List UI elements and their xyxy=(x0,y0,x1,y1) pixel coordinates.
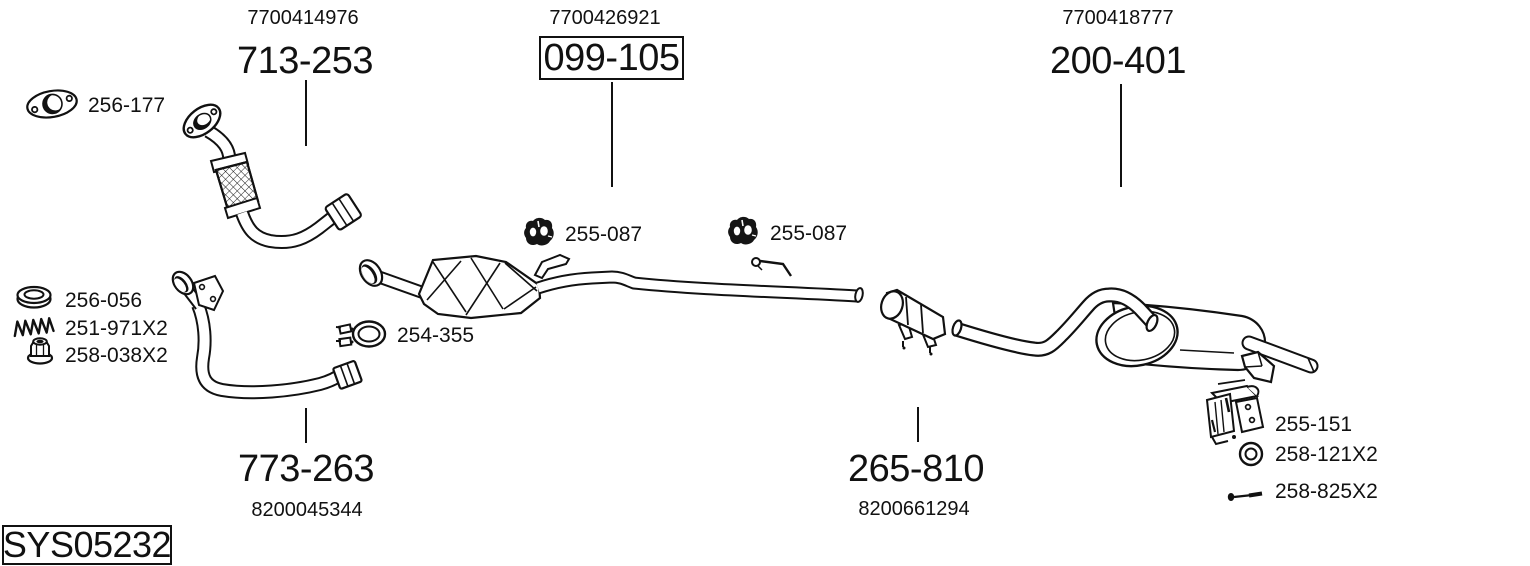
label-clamp: 254-355 xyxy=(397,324,475,347)
oem-coupling: 8200661294 xyxy=(858,498,970,520)
front-flange xyxy=(182,103,222,139)
oem-down-pipe: 8200045344 xyxy=(251,499,363,521)
label-hanger-rear: 255-087 xyxy=(770,222,848,245)
system-code: SYS05232 xyxy=(2,524,172,565)
label-bolt: 258-825X2 xyxy=(1275,480,1378,503)
label-bracket: 255-151 xyxy=(1275,413,1353,436)
label-gasket: 256-177 xyxy=(88,94,166,117)
ball-cup xyxy=(171,270,195,296)
pipe-coupler xyxy=(324,193,362,231)
pipe-sleeve xyxy=(332,360,363,390)
code-coupling: 265-810 xyxy=(848,448,984,490)
seal-ring-icon xyxy=(16,285,52,309)
system-code-box: SYS05232 xyxy=(2,524,172,565)
cat-body xyxy=(417,254,542,320)
clamp-icon xyxy=(335,320,387,348)
code-rear-silencer: 200-401 xyxy=(1050,40,1186,82)
label-washer: 258-121X2 xyxy=(1275,443,1378,466)
rubber-hanger-icon-front xyxy=(523,217,555,247)
oem-rear-silencer: 7700418777 xyxy=(1062,7,1174,29)
label-spring: 251-971X2 xyxy=(65,317,168,340)
code-front-pipe: 713-253 xyxy=(237,40,373,82)
leader-lines xyxy=(305,80,1122,443)
rear-silencer-drawing xyxy=(951,287,1319,385)
label-seal-ring: 256-056 xyxy=(65,289,143,312)
hanger-rod-front xyxy=(533,253,571,280)
inlet-flare xyxy=(358,259,384,287)
oem-center-silencer: 7700426921 xyxy=(549,7,661,29)
front-pipe-drawing xyxy=(182,103,362,249)
spring-icon xyxy=(13,317,55,338)
label-hanger-front: 255-087 xyxy=(565,223,643,246)
oem-front-pipe: 7700414976 xyxy=(247,7,359,29)
catalytic-converter-drawing xyxy=(358,253,864,320)
bracket-icon xyxy=(1205,384,1265,446)
nut-icon xyxy=(26,337,54,365)
rubber-hanger-icon-rear xyxy=(727,216,759,246)
cat-facets xyxy=(426,257,538,316)
coupling-drawing xyxy=(880,288,947,356)
hanger-rod-rear xyxy=(751,257,792,277)
gasket-icon xyxy=(26,89,78,119)
down-pipe-drawing xyxy=(171,270,363,400)
label-nut: 258-038X2 xyxy=(65,344,168,367)
code-center-silencer: 099-105 xyxy=(543,36,680,79)
bolt-icon xyxy=(1227,491,1263,501)
code-down-pipe: 773-263 xyxy=(238,448,374,490)
ball-flange xyxy=(192,274,225,312)
washer-icon xyxy=(1238,441,1264,467)
code-center-silencer-box: 099-105 xyxy=(539,36,684,80)
